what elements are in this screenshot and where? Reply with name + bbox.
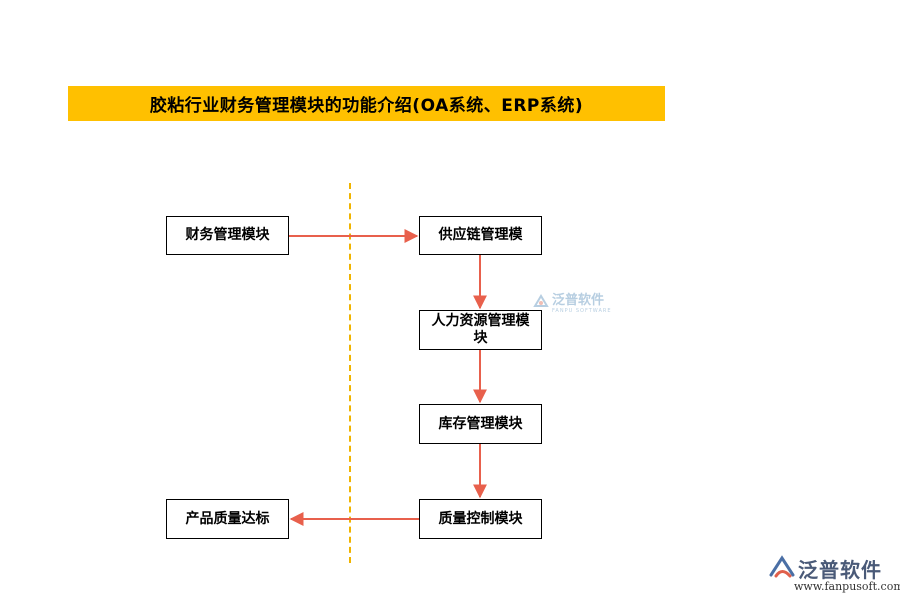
node-product-quality: 产品质量达标 xyxy=(166,499,289,539)
title-banner: 胶粘行业财务管理模块的功能介绍(OA系统、ERP系统) xyxy=(68,86,665,121)
node-hr-module: 人力资源管理模块 xyxy=(419,310,542,350)
watermark-text: 泛普软件 xyxy=(552,293,605,308)
node-finance-module: 财务管理模块 xyxy=(166,216,289,255)
node-label: 人力资源管理模块 xyxy=(431,313,530,346)
node-label: 库存管理模块 xyxy=(438,415,523,432)
node-label: 质量控制模块 xyxy=(438,510,523,527)
brand-url: www.fanpusoft.com xyxy=(794,580,900,593)
node-label: 财务管理模块 xyxy=(185,227,270,243)
watermark: 泛普软件 FANPU SOFTWARE xyxy=(533,289,612,314)
brand-name: 泛普软件 xyxy=(798,558,882,582)
node-label: 产品质量达标 xyxy=(185,510,270,527)
fanpu-logo-icon xyxy=(769,555,795,578)
node-inventory-module: 库存管理模块 xyxy=(419,404,542,444)
node-quality-control-module: 质量控制模块 xyxy=(419,499,542,539)
page-title: 胶粘行业财务管理模块的功能介绍(OA系统、ERP系统) xyxy=(149,96,584,116)
dashed-divider xyxy=(349,183,351,563)
brand-logo: 泛普软件 www.fanpusoft.com xyxy=(768,553,900,598)
node-supply-chain-module: 供应链管理模 xyxy=(419,216,542,255)
fanpu-logo-icon xyxy=(533,293,549,307)
node-label: 供应链管理模 xyxy=(438,227,523,243)
watermark-subtext: FANPU SOFTWARE xyxy=(552,308,612,314)
